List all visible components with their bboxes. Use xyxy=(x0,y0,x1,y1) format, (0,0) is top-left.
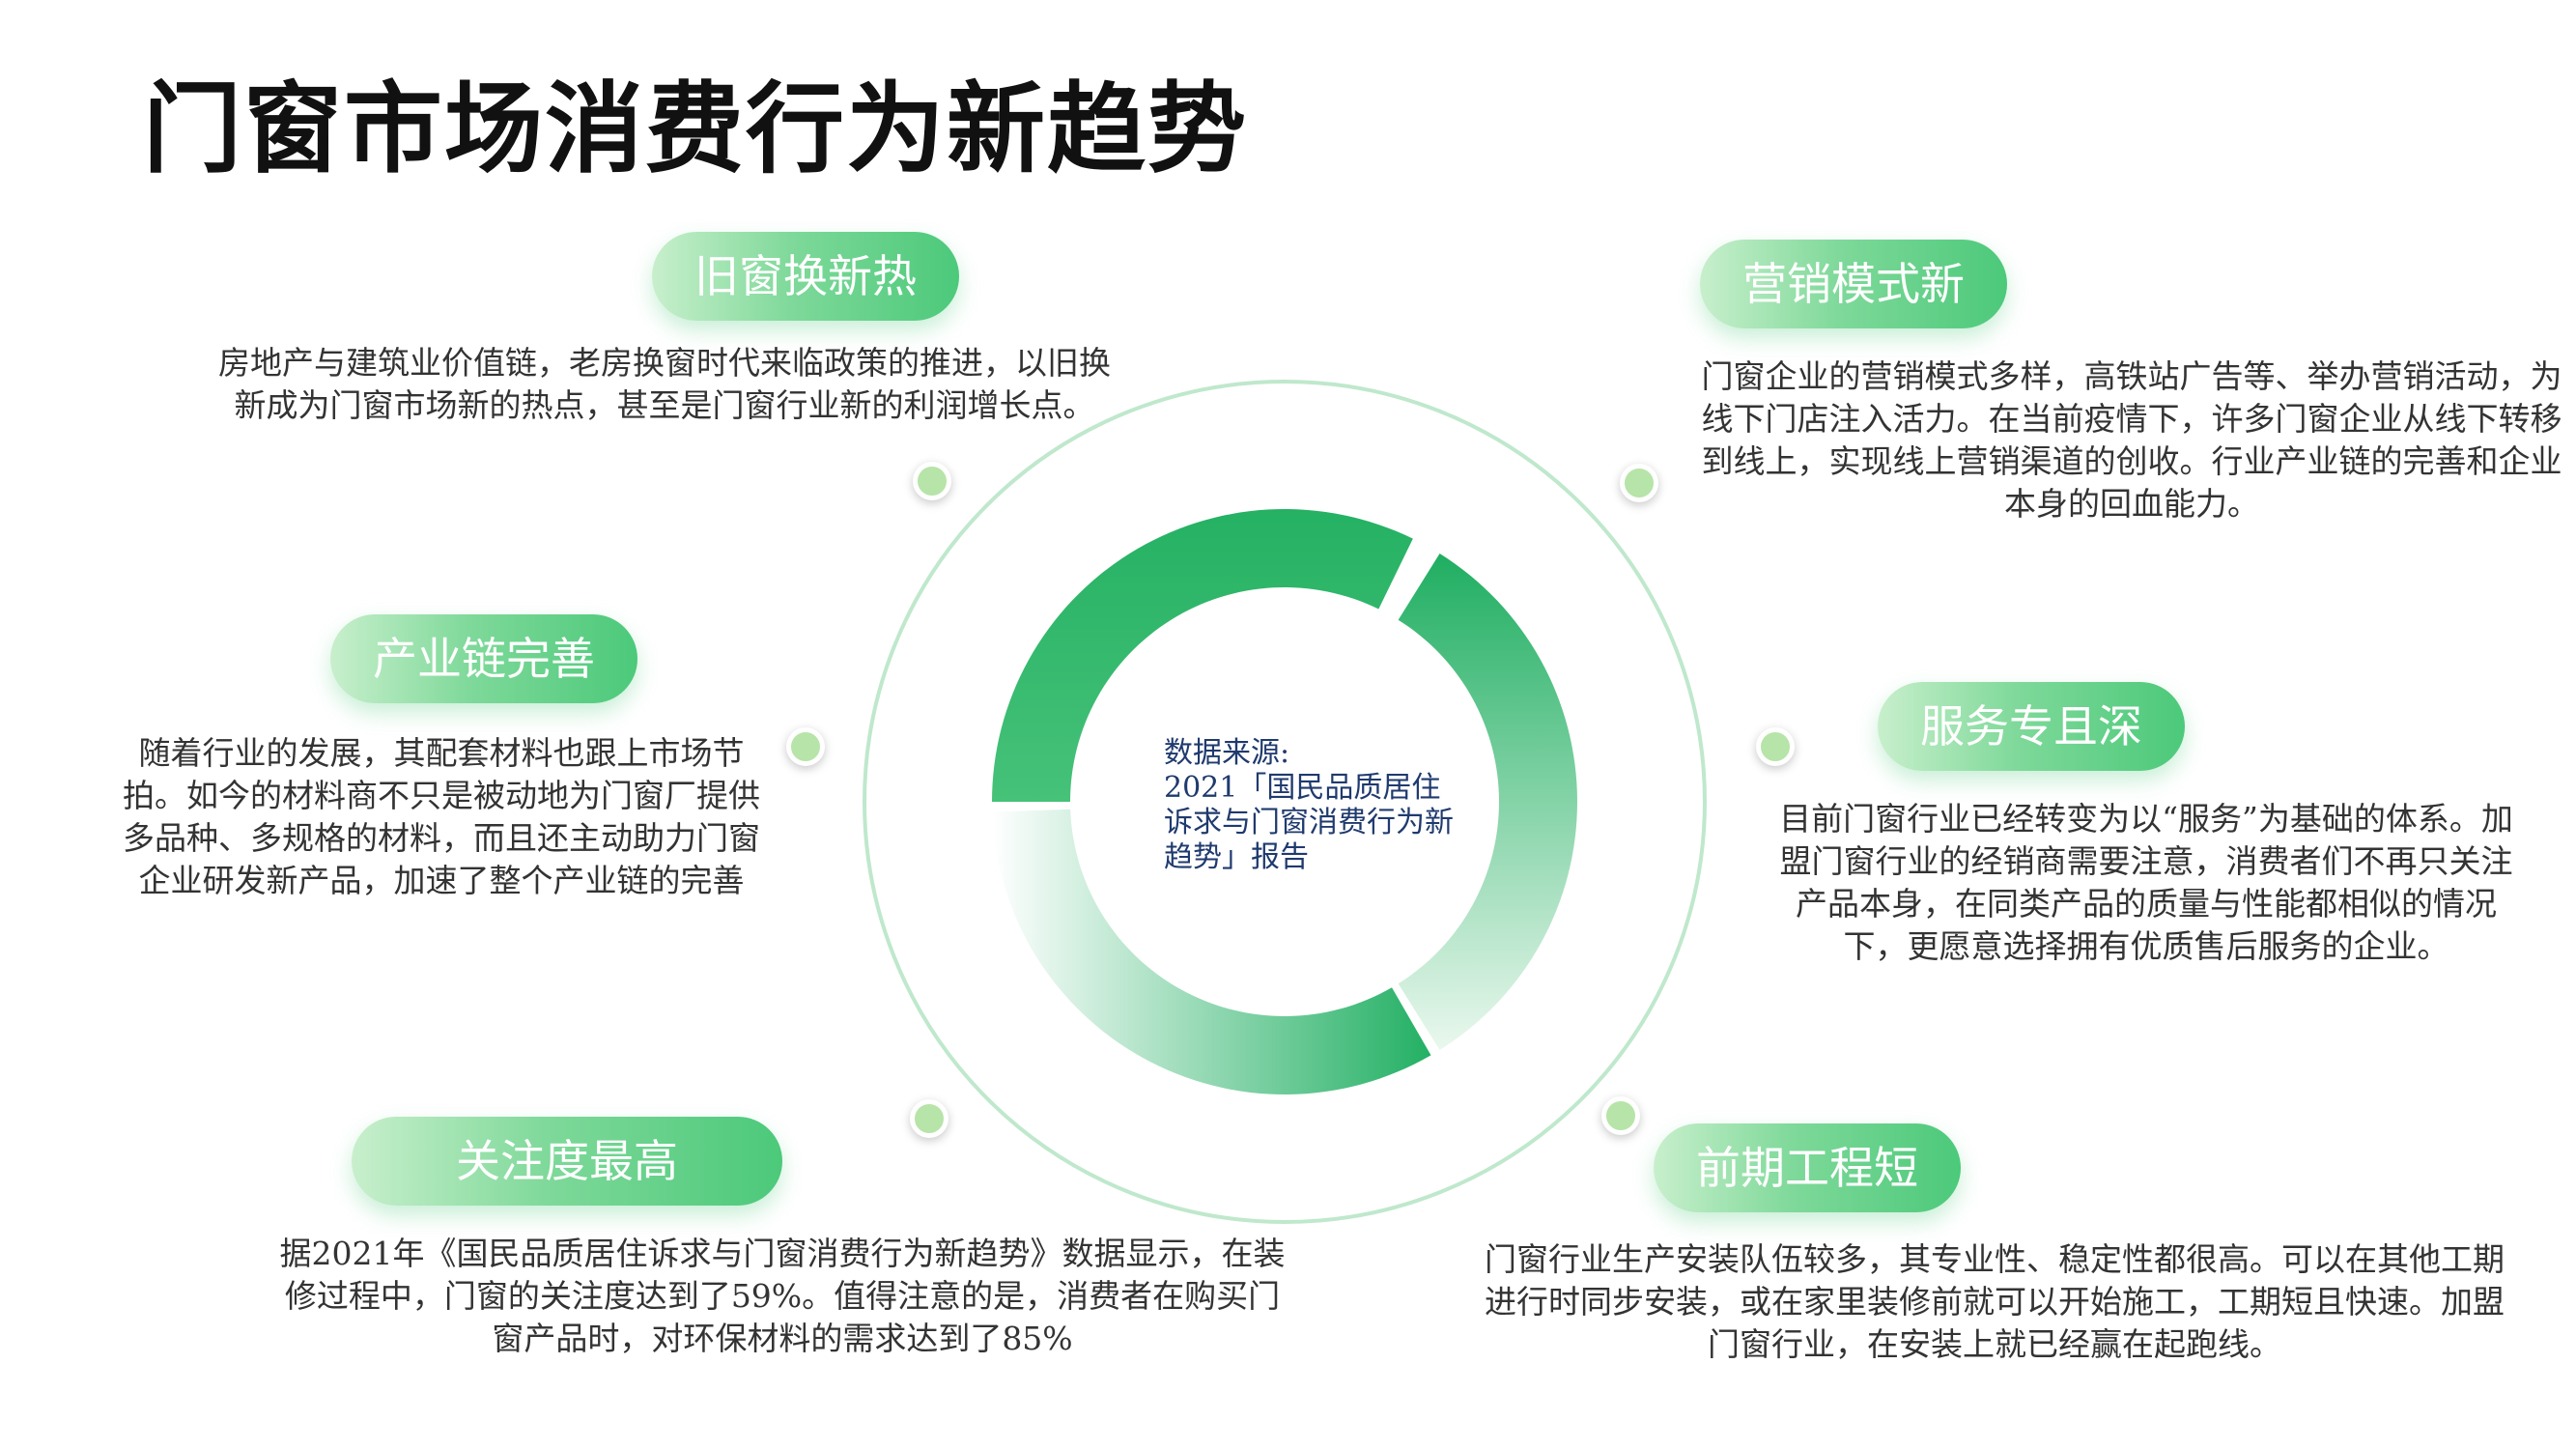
center-ring-diagram xyxy=(863,380,1707,1224)
trend-label-industry-chain: 产业链完善 xyxy=(330,614,637,703)
trend-desc-short-construction: 门窗行业生产安装队伍较多，其专业性、稳定性都很高。可以在其他工期进行时同步安装，… xyxy=(1485,1240,2505,1363)
trend-label-service: 服务专且深 xyxy=(1878,682,2185,771)
ring-dot-mid-right xyxy=(1756,727,1795,766)
ring-dot-bottom-left xyxy=(910,1099,948,1138)
trend-label-highest-attention: 关注度最高 xyxy=(352,1117,782,1206)
trend-desc-highest-attention: 据2021年《国民品质居住诉求与门窗消费行为新趋势》数据显示，在装修过程中，门窗… xyxy=(279,1235,1286,1357)
ring-dot-top-left xyxy=(913,462,951,500)
trend-label-marketing-model: 营销模式新 xyxy=(1700,240,2007,328)
data-source-note: 数据来源: 2021「国民品质居住诉求与门窗消费行为新趋势」报告 xyxy=(1164,736,1454,875)
ring-segment-upper-left xyxy=(992,509,1413,802)
ring-dot-mid-left xyxy=(786,727,825,766)
trend-desc-industry-chain: 随着行业的发展，其配套材料也跟上市场节拍。如今的材料商不只是被动地为门窗厂提供多… xyxy=(123,734,760,899)
data-source-text: 2021「国民品质居住诉求与门窗消费行为新趋势」报告 xyxy=(1164,771,1454,874)
page-title: 门窗市场消费行为新趋势 xyxy=(143,71,1248,187)
ring-segment-bottom xyxy=(992,809,1431,1094)
ring-segment-right xyxy=(1398,554,1577,1050)
data-source-label: 数据来源: xyxy=(1164,736,1290,770)
ring-dot-top-right xyxy=(1620,464,1658,502)
trend-desc-marketing-model: 门窗企业的营销模式多样，高铁站广告等、举办营销活动，为线下门店注入活力。在当前疫… xyxy=(1701,357,2562,523)
outer-ring xyxy=(863,380,1707,1224)
trend-label-short-construction: 前期工程短 xyxy=(1654,1123,1961,1212)
trend-label-old-window-replacement: 旧窗换新热 xyxy=(652,232,959,321)
trend-desc-old-window-replacement: 房地产与建筑业价值链，老房换窗时代来临政策的推进，以旧换新成为门窗市场新的热点，… xyxy=(218,344,1111,424)
trend-desc-service: 目前门窗行业已经转变为以“服务”为基础的体系。加盟门窗行业的经销商需要注意，消费… xyxy=(1779,800,2513,965)
ring-dot-bottom-right xyxy=(1601,1096,1640,1135)
